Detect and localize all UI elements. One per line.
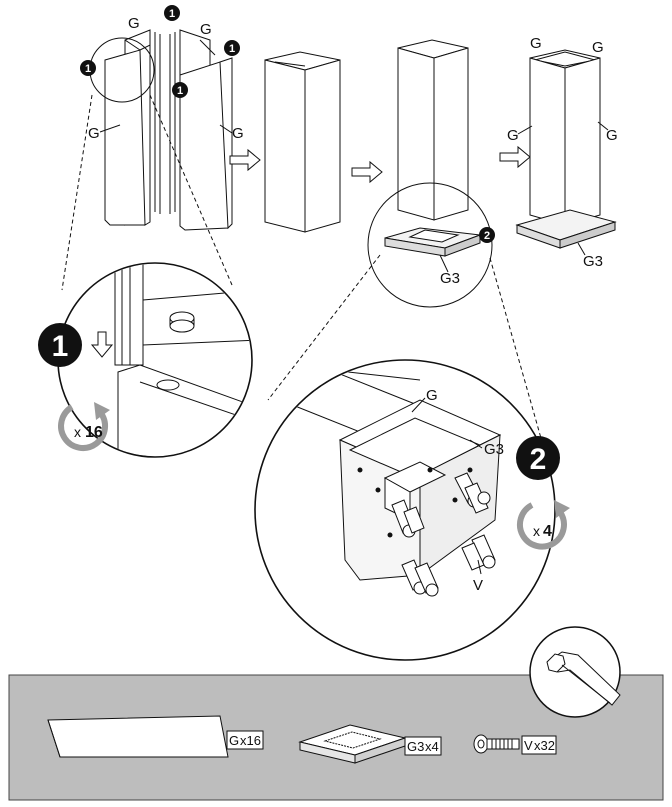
leader-g3-s4 <box>577 242 586 256</box>
part-g: G x16 <box>47 715 264 758</box>
rotate-arrow-icon <box>58 402 110 452</box>
rotation-count-step1-prefix: x <box>74 424 81 440</box>
part-g3-code: G3 <box>407 739 424 754</box>
label-g-right: G <box>232 125 244 142</box>
stage-assembled-post <box>264 51 341 233</box>
label-g3-detail2: G3 <box>484 441 504 458</box>
svg-text:1: 1 <box>229 43 235 55</box>
part-g3-qty: x4 <box>425 739 439 754</box>
svg-text:1: 1 <box>169 8 175 20</box>
rotation-count-step2-prefix: x <box>533 523 540 539</box>
label-g-s4-topright: G <box>592 39 604 56</box>
step1-marker-small: 1 1 1 1 <box>80 5 240 98</box>
stage-exploded-panels <box>89 29 233 231</box>
right-arrow-icon <box>229 148 261 172</box>
rotation-count-step2: 4 <box>543 523 552 540</box>
bolt-icon <box>391 472 496 597</box>
detail-step2: G G3 V 2 x 4 <box>254 254 570 661</box>
leader-g-right <box>219 124 233 134</box>
label-g-top-left: G <box>128 15 140 32</box>
label-g3-mid: G3 <box>440 270 460 287</box>
step2-marker-small: 2 <box>479 227 495 243</box>
label-g-left: G <box>88 125 100 142</box>
step1-badge <box>38 323 82 367</box>
label-g-s4-left: G <box>507 127 519 144</box>
leader-g-left <box>99 124 121 133</box>
stage-post-with-base <box>367 39 493 308</box>
right-arrow-icon <box>351 160 383 184</box>
step2-number: 2 <box>530 443 547 476</box>
svg-text:2: 2 <box>484 230 490 242</box>
rotation-count-step1: 16 <box>85 424 103 441</box>
part-v-qty: x32 <box>534 738 555 753</box>
label-g-s4-right: G <box>606 127 618 144</box>
part-g-qty: x16 <box>240 733 261 748</box>
part-v-code: V <box>524 738 533 753</box>
step1-number: 1 <box>52 330 69 363</box>
leader-g3-mid <box>439 254 449 273</box>
part-v: V x32 <box>473 734 557 755</box>
label-g-s4-topleft: G <box>530 35 542 52</box>
leader-g-s4-right <box>597 121 609 131</box>
part-g3: G3 x4 <box>298 724 442 764</box>
right-arrow-icon <box>499 145 531 169</box>
svg-text:1: 1 <box>177 85 183 97</box>
leader-g-s4-left <box>517 125 533 135</box>
hex-key-icon <box>529 626 621 718</box>
label-v-detail2: V <box>473 577 483 594</box>
stage-finished-post <box>515 49 617 249</box>
step2-badge <box>516 436 560 480</box>
rotate-arrow-icon <box>517 500 570 550</box>
label-g-top-right: G <box>200 21 212 38</box>
label-g3-s4: G3 <box>583 253 603 270</box>
part-g-code: G <box>229 733 239 748</box>
down-arrow-icon <box>90 331 114 358</box>
label-g-detail2: G <box>426 387 438 404</box>
svg-text:1: 1 <box>85 63 91 75</box>
